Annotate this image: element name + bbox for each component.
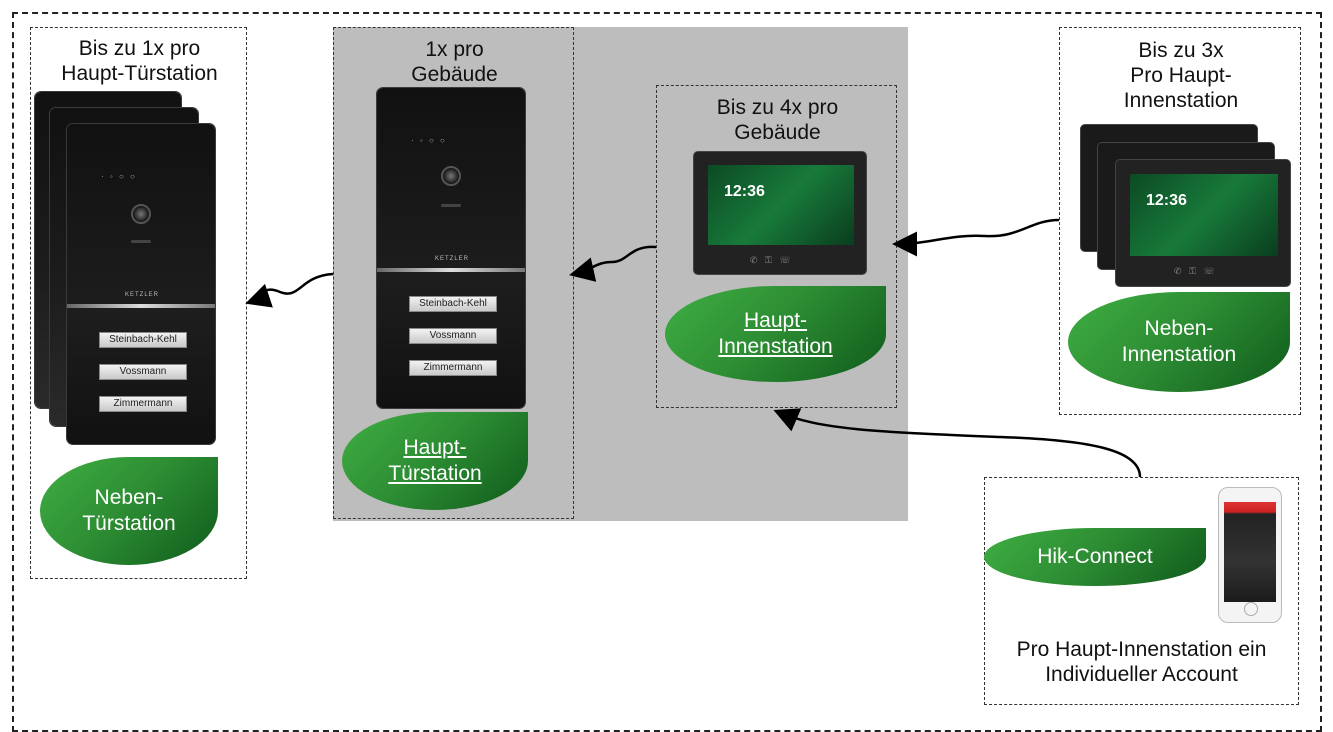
neben-innenstation-title: Bis zu 3x Pro Haupt- Innenstation — [1123, 39, 1239, 112]
nameplate-1: Steinbach-Kehl — [409, 296, 497, 312]
haupt-innenstation-label: Haupt- Innenstation — [665, 286, 886, 382]
sensor-icons: · ◦ ○ ○ — [101, 172, 137, 181]
door-station-front: · ◦ ○ ○ KETZLER Steinbach-Kehl Vossmann … — [67, 124, 215, 444]
neben-innenstation-label: Neben- Innenstation — [1068, 292, 1290, 392]
haupt-door-station: · ◦ ○ ○ KETZLER Steinbach-Kehl Vossmann … — [377, 88, 525, 408]
clock: 12:36 — [1146, 192, 1187, 209]
brand-logo: KETZLER — [435, 256, 470, 262]
haupt-tuerstation-title: 1x pro Gebäude — [411, 38, 498, 86]
hik-connect-label: Hik-Connect — [984, 528, 1206, 586]
camera-icon — [131, 204, 151, 224]
nameplate-1: Steinbach-Kehl — [99, 332, 187, 348]
metal-band — [377, 268, 525, 272]
speaker-slot — [441, 204, 461, 207]
haupt-innenstation-box: Bis zu 4x pro Gebäude — [656, 85, 897, 408]
arrow-to-neben-tuer — [245, 272, 334, 308]
nameplate-3: Zimmermann — [409, 360, 497, 376]
neben-monitor-front: 12:36 ✆ ⚿ ☏ — [1116, 160, 1290, 286]
hik-connect-caption: Pro Haupt-Innenstation ein Individueller… — [1016, 638, 1267, 686]
monitor-screen: 12:36 — [1130, 174, 1278, 256]
haupt-monitor: 12:36 ✆ ⚿ ☏ — [694, 152, 866, 274]
brand-logo: KETZLER — [125, 292, 160, 298]
smartphone-icon — [1218, 487, 1282, 623]
sensor-icons: · ◦ ○ ○ — [411, 136, 447, 145]
nameplate-2: Vossmann — [409, 328, 497, 344]
hik-connect-box — [984, 477, 1299, 705]
neben-tuerstation-title: Bis zu 1x pro Haupt-Türstation — [61, 37, 218, 85]
neben-tuerstation-box: Bis zu 1x pro Haupt-Türstation — [30, 27, 247, 579]
camera-icon — [441, 166, 461, 186]
phone-home-button — [1244, 602, 1258, 616]
metal-band — [67, 304, 215, 308]
neben-tuerstation-label: Neben- Türstation — [40, 457, 218, 565]
clock: 12:36 — [724, 183, 765, 200]
arrow-to-haupt-tuer — [569, 245, 657, 282]
nameplate-2: Vossmann — [99, 364, 187, 380]
arrow-to-haupt-innen — [892, 218, 1060, 257]
nameplate-3: Zimmermann — [99, 396, 187, 412]
speaker-slot — [131, 240, 151, 243]
monitor-controls: ✆ ⚿ ☏ — [750, 255, 791, 265]
monitor-controls: ✆ ⚿ ☏ — [1174, 266, 1215, 276]
monitor-screen: 12:36 — [708, 165, 854, 245]
phone-screen — [1224, 502, 1276, 602]
haupt-tuerstation-label: Haupt- Türstation — [342, 412, 528, 510]
haupt-innenstation-title: Bis zu 4x pro Gebäude — [716, 96, 839, 144]
arrow-from-hik — [773, 408, 1142, 478]
neben-innenstation-box: Bis zu 3x Pro Haupt- Innenstation — [1059, 27, 1301, 415]
